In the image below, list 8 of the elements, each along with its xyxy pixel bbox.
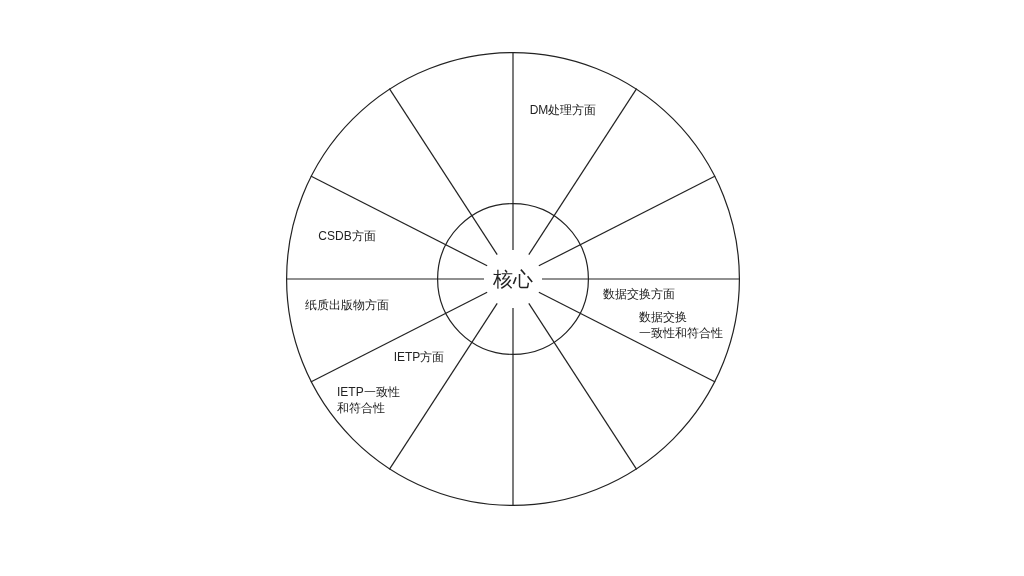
core-label: 核心	[492, 266, 533, 291]
segment-label: 纸质出版物方面	[305, 297, 389, 313]
segment-label: CSDB方面	[318, 228, 376, 244]
segment-label: 数据交换方面	[603, 286, 675, 302]
segment-label: IETP一致性和符合性	[337, 384, 400, 416]
segment-label: IETP方面	[393, 349, 445, 365]
segment-label: 数据交换一致性和符合性	[639, 309, 723, 341]
segment-label: DM处理方面	[529, 102, 597, 118]
